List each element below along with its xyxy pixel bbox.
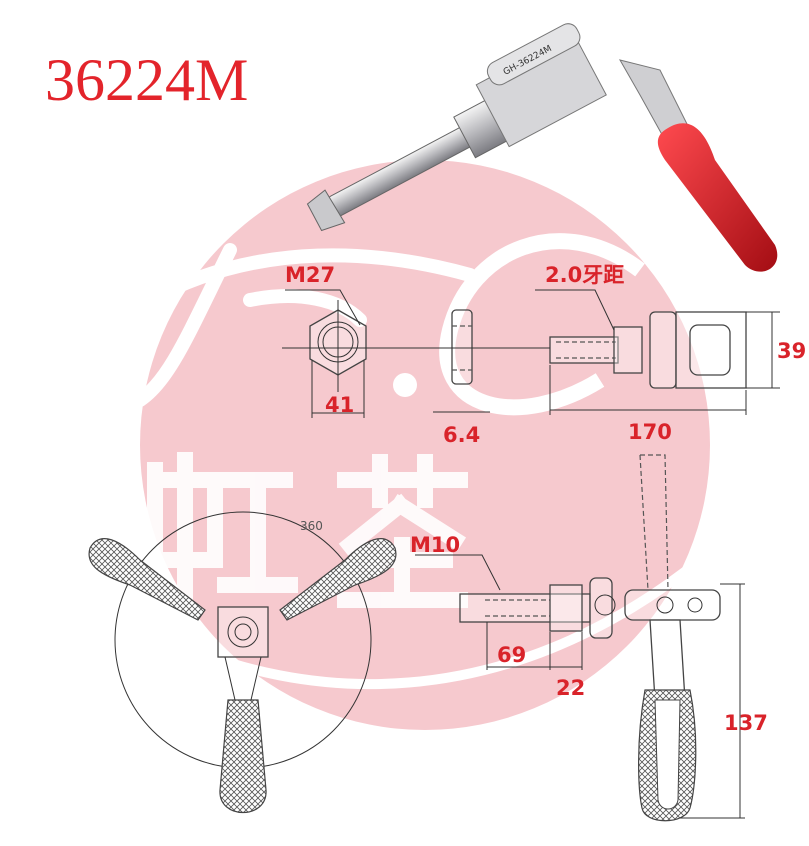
dim-stroke: 22 [556, 676, 585, 700]
dim-stroke-length: 69 [497, 643, 526, 667]
clamp-front-view [415, 454, 745, 822]
watermark-logo [133, 160, 710, 730]
watermark-characters [147, 452, 468, 608]
model-title: 36224M [45, 47, 248, 113]
dim-handle-length: 137 [724, 711, 768, 735]
dim-height: 39 [777, 339, 806, 363]
dim-rotation: 360 [300, 519, 323, 533]
plunger-side-view [282, 289, 780, 415]
handle-rotation-view [88, 511, 397, 813]
dim-thread-pitch: 2.0牙距 [545, 263, 624, 287]
nut-side-view [433, 309, 490, 413]
nut-front-view [285, 289, 550, 418]
dim-plunger-thread: M10 [410, 533, 460, 557]
dim-nut-thread: M27 [285, 263, 335, 287]
product-photo: GH-36224M [306, 23, 778, 272]
dim-nut-width: 41 [325, 393, 354, 417]
dim-total-length: 170 [628, 420, 672, 444]
dim-nut-thickness: 6.4 [443, 423, 480, 447]
